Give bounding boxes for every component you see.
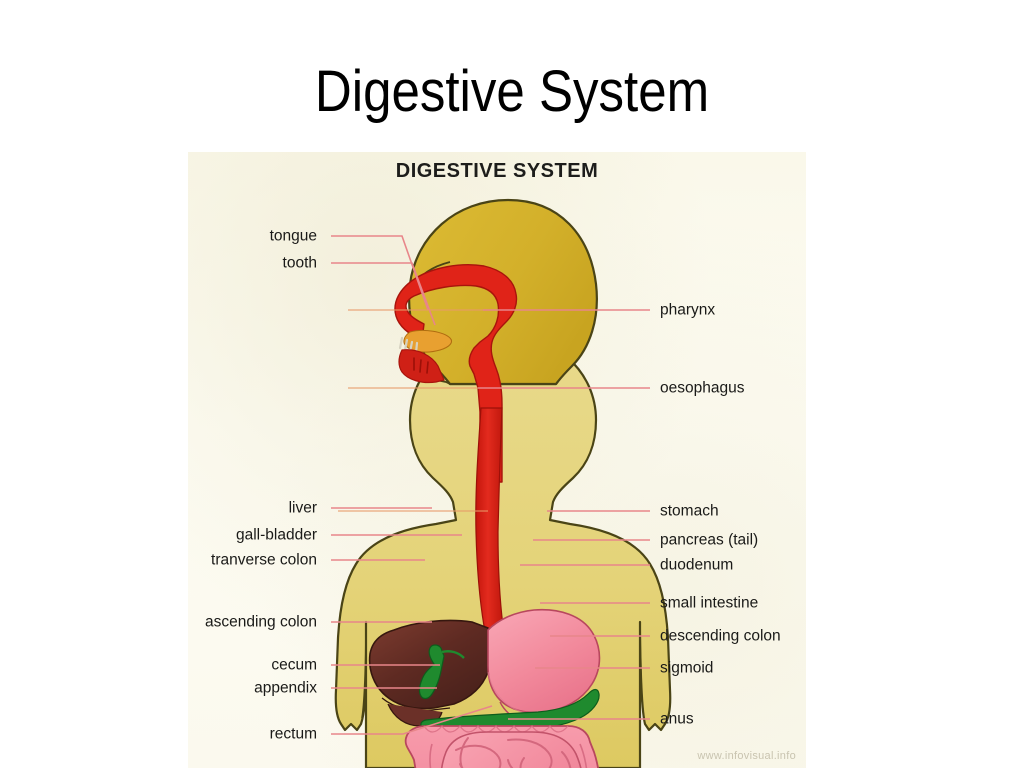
label-tranverse-colon: tranverse colon — [211, 551, 317, 569]
label-small-intestine: small intestine — [660, 594, 759, 612]
label-pharynx: pharynx — [660, 301, 716, 319]
label-ascending-colon: ascending colon — [204, 613, 317, 631]
label-tooth: tooth — [282, 254, 317, 272]
label-gall-bladder: gall-bladder — [236, 526, 317, 544]
label-rectum: rectum — [269, 725, 317, 743]
gall-bladder-shape — [418, 644, 465, 700]
label-duodenum: duodenum — [660, 556, 734, 574]
page-title: Digestive System — [314, 59, 710, 124]
label-pancreas-tail: pancreas (tail) — [660, 531, 759, 549]
label-liver: liver — [288, 499, 317, 517]
label-oesophagus: oesophagus — [660, 379, 745, 397]
label-descending-colon: descending colon — [660, 627, 781, 645]
small-intestine-shape — [441, 731, 582, 768]
label-cecum: cecum — [271, 656, 317, 674]
label-stomach: stomach — [660, 502, 719, 520]
label-appendix: appendix — [254, 679, 317, 697]
watermark: www.infovisual.info — [697, 750, 796, 762]
label-tongue: tongue — [269, 227, 317, 245]
label-sigmoid: sigmoid — [660, 659, 714, 677]
digestive-system-figure: DIGESTIVE SYSTEM — [188, 152, 806, 768]
figure-heading: DIGESTIVE SYSTEM — [395, 160, 599, 182]
label-anus: anus — [660, 710, 694, 728]
leader-lines — [331, 235, 650, 735]
